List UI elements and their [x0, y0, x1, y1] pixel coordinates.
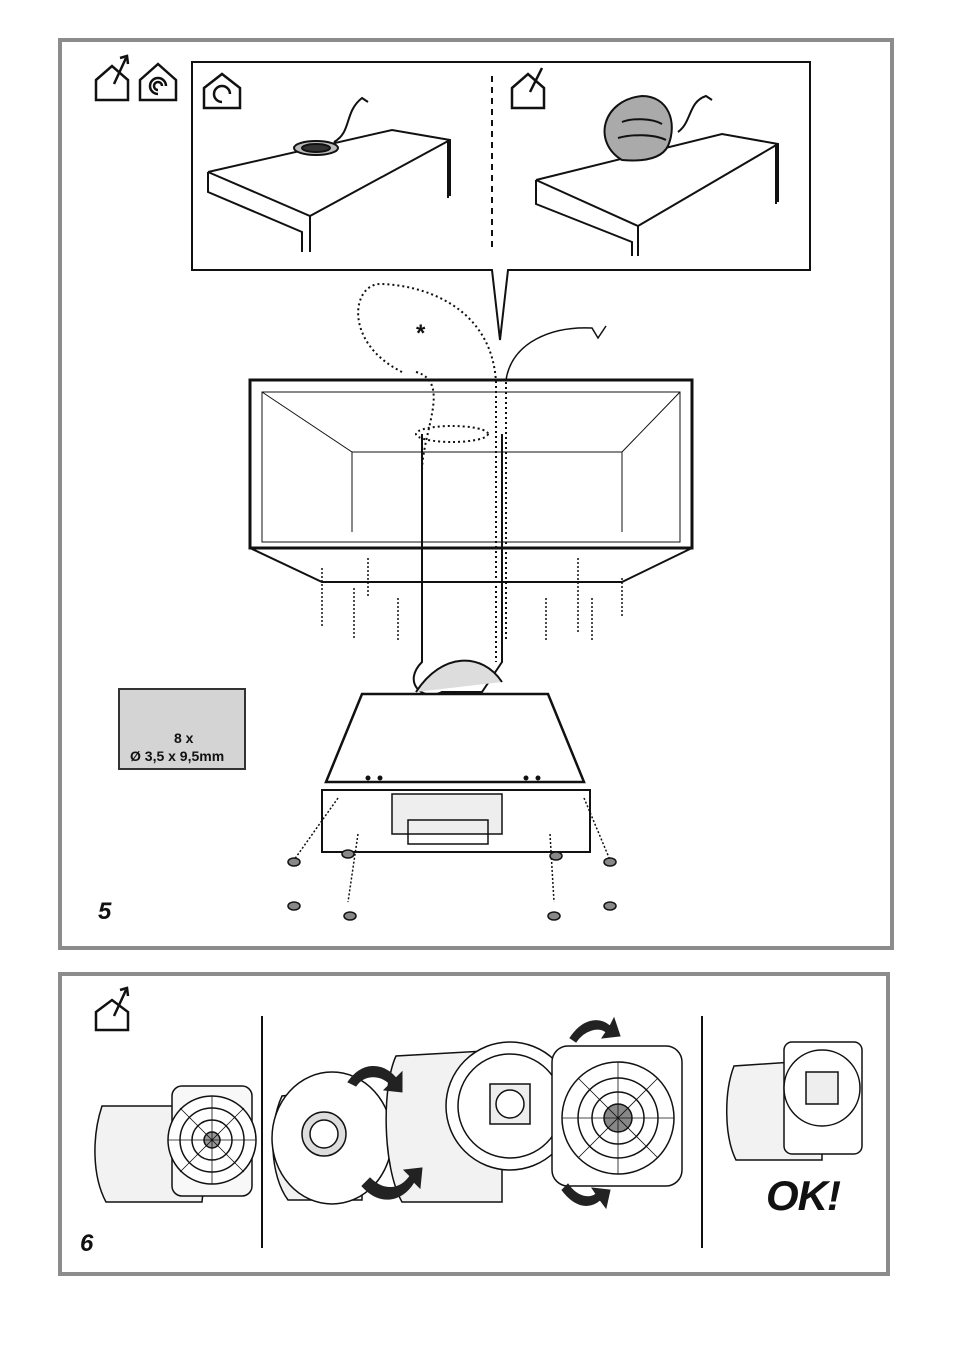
canopy-housing — [322, 694, 590, 852]
house-vent-out-icon — [96, 56, 128, 100]
screw-count: 8 x — [174, 730, 193, 746]
duct-and-cable-path — [358, 284, 506, 662]
fan-motor-assembled — [727, 1042, 862, 1160]
screw-spec-box: 8 x Ø 3,5 x 9,5mm — [118, 688, 246, 770]
hood-cabinet — [250, 380, 692, 582]
house-recirculation-icon — [140, 64, 176, 100]
ok-label: OK! — [766, 1172, 840, 1220]
step-number: 6 — [80, 1230, 93, 1258]
power-cable — [506, 326, 606, 380]
step-number: 5 — [98, 898, 111, 926]
step-6-panel: OK! 6 — [58, 972, 890, 1276]
cable-note-asterisk: * — [416, 320, 425, 348]
step-5-panel: * 8 x Ø 3,5 x 9,5mm 5 — [58, 38, 894, 950]
fan-grille — [552, 1046, 682, 1186]
step-5-illustration — [62, 42, 898, 954]
fan-motor-with-grille — [95, 1086, 256, 1202]
screw-dimension: Ø 3,5 x 9,5mm — [130, 748, 224, 764]
flexible-duct — [414, 434, 502, 695]
house-vent-out-icon — [96, 988, 128, 1030]
step-6-illustration — [62, 976, 894, 1280]
callout-box — [192, 62, 810, 340]
screw-markers — [322, 558, 622, 642]
